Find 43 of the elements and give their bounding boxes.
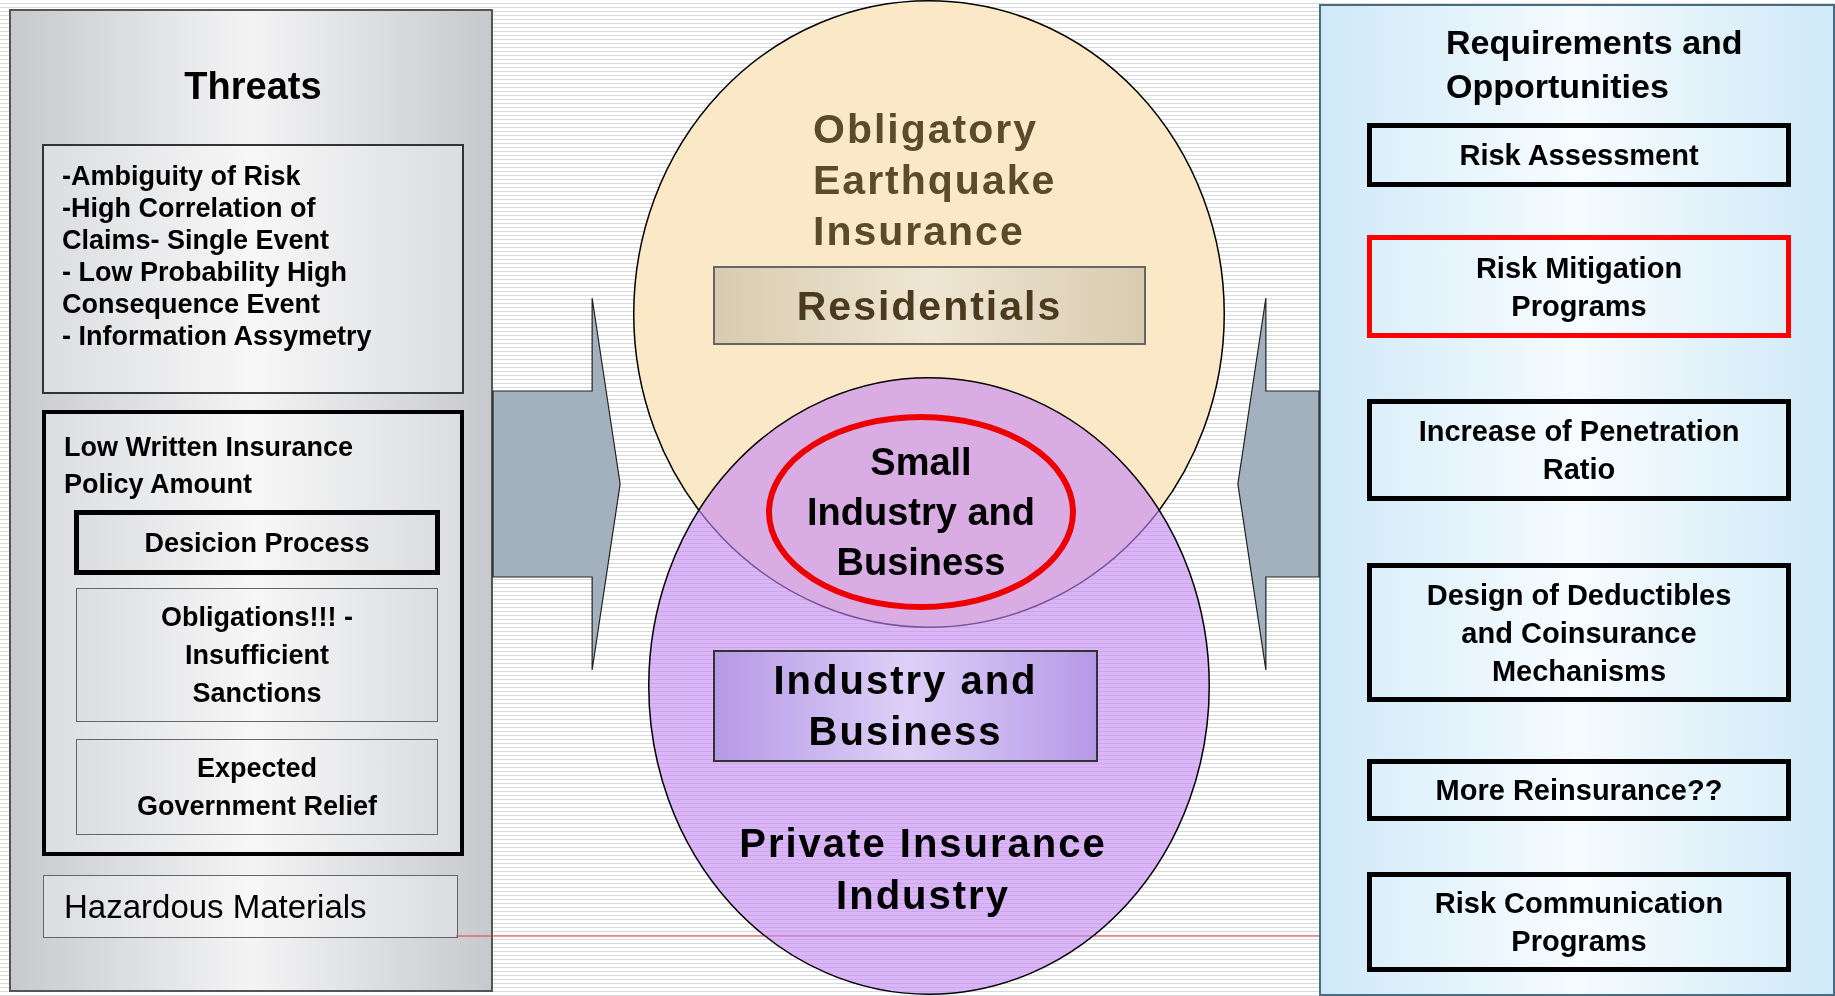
box-label: More Reinsurance?? [1435, 773, 1723, 808]
box-label: Expected Government Relief [135, 752, 379, 823]
box-label: Design of Deductibles and Coinsurance Mechanisms [1425, 577, 1733, 689]
group-box [42, 410, 464, 856]
requirement-box [1367, 399, 1791, 501]
requirements-panel [1319, 4, 1835, 996]
box-label: Risk Assessment [1459, 138, 1699, 173]
venn-circle [633, 0, 1225, 628]
box-label: Residentials [796, 281, 1063, 331]
block-arrow [1237, 297, 1320, 671]
text-box [43, 875, 458, 938]
highlighted-requirement-box [1367, 235, 1791, 338]
requirement-box [1367, 759, 1791, 821]
box-label: Obligations!!! - Insufficient Sanctions [160, 601, 354, 710]
panel-title: Requirements and Opportunities [1446, 22, 1744, 107]
list-item: -Ambiguity of Risk [62, 160, 302, 192]
text-box [76, 739, 438, 835]
text-box [42, 144, 464, 394]
box-label: Small Industry and Business [806, 440, 1036, 585]
box-label: Private Insurance Industry [738, 820, 1108, 919]
box-label: Low Written Insurance Policy Amount [64, 431, 355, 501]
box-label: Risk Communication Programs [1433, 886, 1725, 959]
text-box [76, 588, 438, 722]
box-label: Desicion Process [144, 526, 370, 560]
block-arrow [492, 297, 621, 671]
requirement-box [1367, 123, 1791, 187]
threats-panel [9, 9, 493, 992]
box-label: Hazardous Materials [64, 887, 368, 927]
list-item: - Information Assymetry [62, 320, 373, 352]
process-box [74, 510, 440, 575]
requirement-box [1367, 563, 1791, 702]
box-label: Obligatory Earthquake Insurance [813, 105, 1058, 256]
list-item: - Low Probability High Consequence Event [62, 256, 348, 320]
box-label: Risk Mitigation Programs [1474, 250, 1684, 324]
list-item: -High Correlation of Claims- Single Event [62, 192, 331, 256]
box-label: Increase of Penetration Ratio [1417, 414, 1741, 487]
highlight-ellipse [766, 414, 1076, 610]
requirement-box [1367, 872, 1791, 972]
box-label: Industry and Business [772, 657, 1039, 755]
panel-title: Threats [183, 64, 323, 109]
venn-circle [648, 377, 1210, 995]
label-box [713, 650, 1098, 762]
label-box [713, 266, 1146, 345]
